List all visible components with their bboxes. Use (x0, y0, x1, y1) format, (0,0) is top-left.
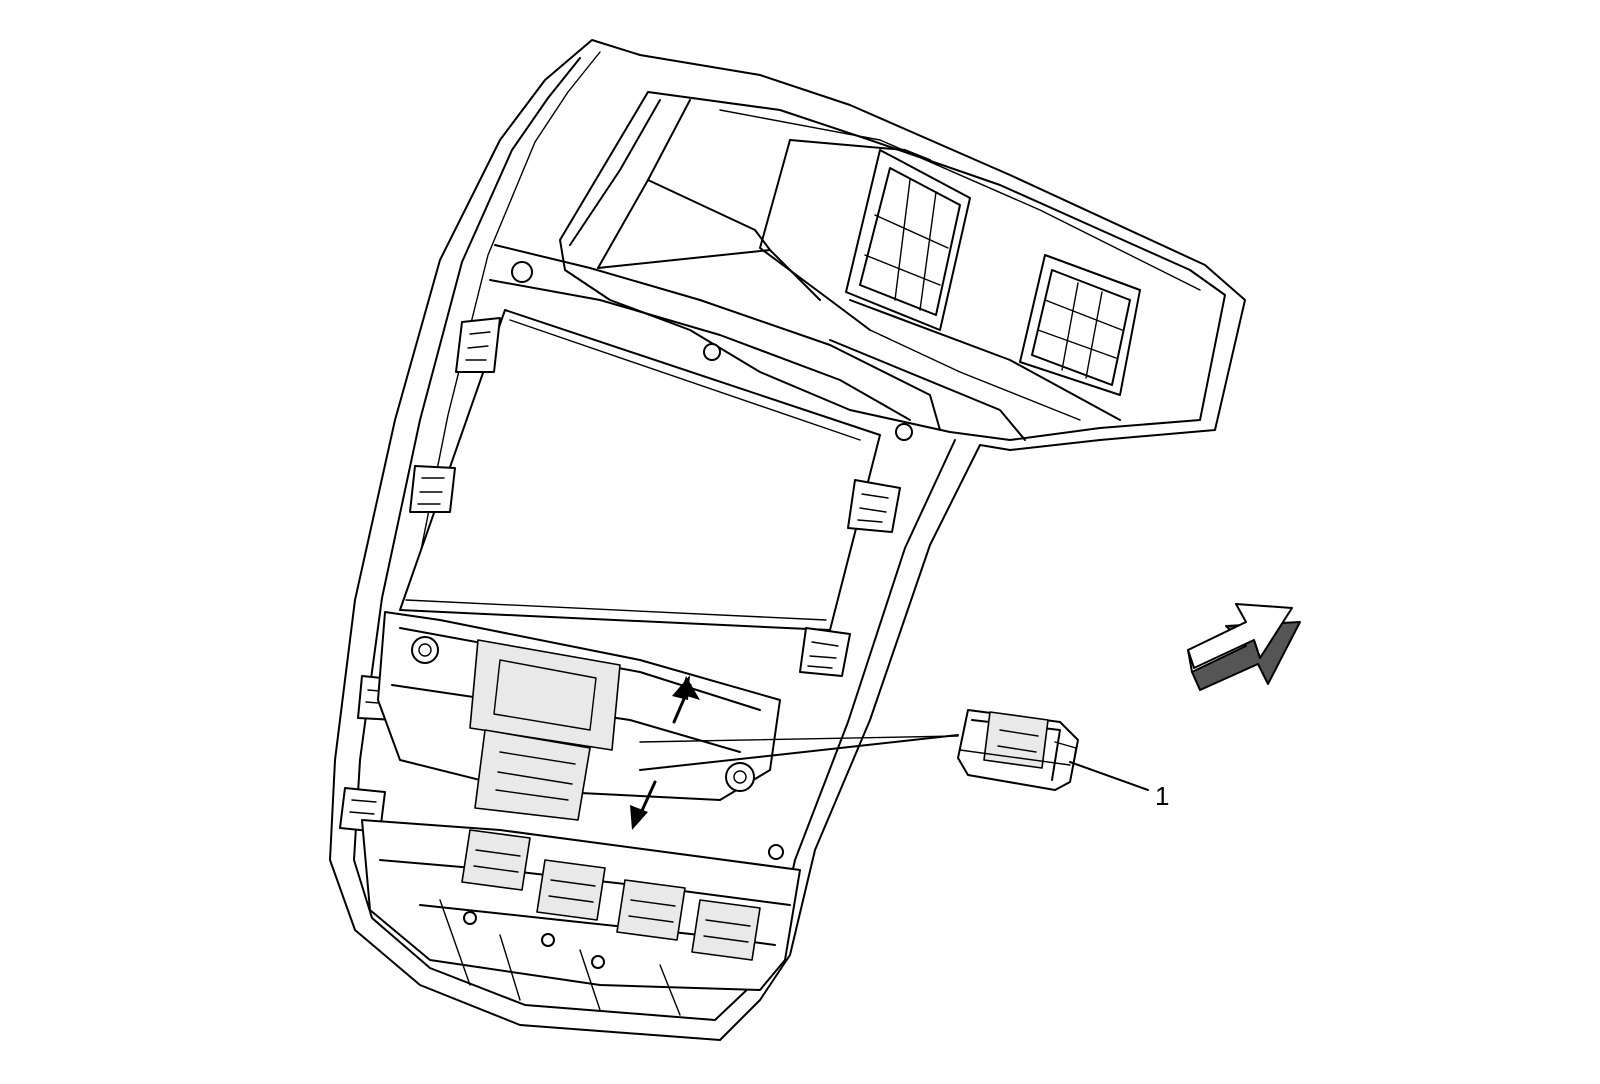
clip-left-middle (409, 465, 456, 513)
clip-left-upper (455, 317, 501, 373)
callout-1-label: 1 (1155, 781, 1169, 811)
double-headed-arrow-icon (630, 675, 700, 830)
callout-1: 1 (1069, 761, 1169, 811)
left-air-vent (845, 149, 971, 331)
switch-row (461, 829, 761, 961)
view-direction-arrow-icon (1187, 603, 1301, 691)
right-air-vent (1019, 254, 1141, 396)
clip-right-middle (847, 479, 901, 533)
removed-switch-component (957, 709, 1079, 791)
callout-1-leader (1069, 761, 1149, 791)
component-leader-line (639, 734, 959, 771)
instrument-panel-bezel (329, 39, 1246, 1041)
clip-right-lower (799, 627, 851, 677)
